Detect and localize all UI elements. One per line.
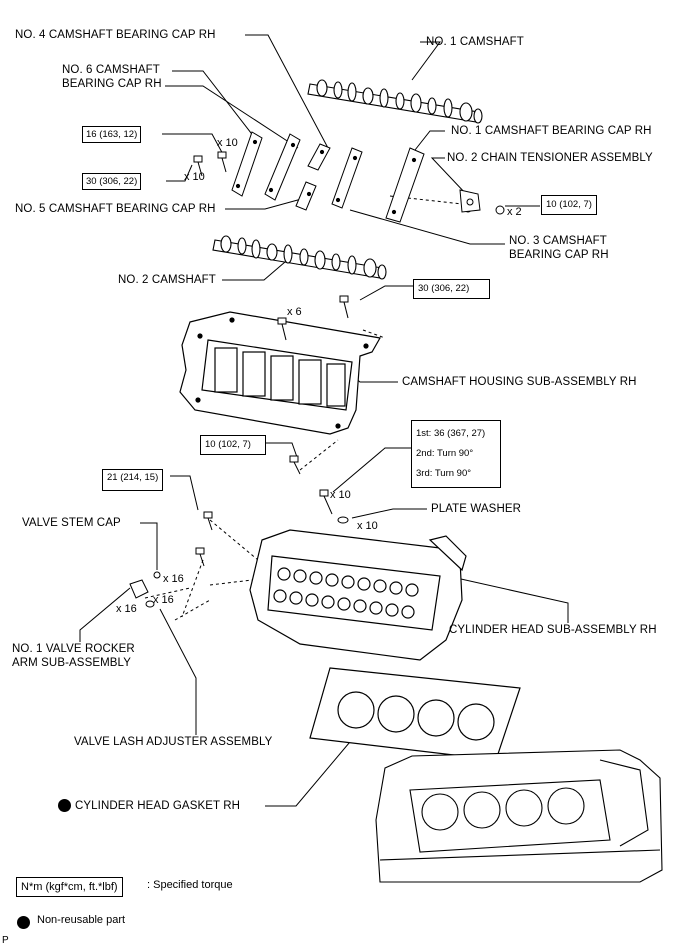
- label-valve-stem-cap: VALVE STEM CAP: [22, 517, 121, 529]
- qty-head-bolts: x 10: [330, 489, 351, 501]
- head-bolts-shapes: [195, 489, 349, 567]
- legend-nonreusable-text: Non-reusable part: [37, 914, 126, 926]
- housing-bolts-shapes: [277, 295, 349, 475]
- valve-parts-shapes: [129, 571, 161, 608]
- torque-box-cap-bolts: 16 (163, 12): [82, 126, 142, 143]
- label-cylinder-head: CYLINDER HEAD SUB-ASSEMBLY RH: [449, 624, 657, 636]
- camshaft-housing-shape: [179, 311, 381, 435]
- label-no4-camshaft-bearing-cap: NO. 4 CAMSHAFT BEARING CAP RH: [15, 29, 216, 41]
- footer-code: P: [2, 935, 9, 946]
- label-no3-camshaft-bearing-cap: NO. 3 CAMSHAFT BEARING CAP RH: [509, 235, 609, 261]
- qty-valve-stem-caps: x 16: [163, 573, 184, 585]
- label-no6-camshaft-bearing-cap: NO. 6 CAMSHAFT BEARING CAP RH: [62, 64, 162, 90]
- label-camshaft-housing: CAMSHAFT HOUSING SUB-ASSEMBLY RH: [402, 376, 637, 388]
- torque-box-housing-lower: 10 (102, 7): [200, 435, 266, 455]
- qty-tensioner-bolts: x 2: [507, 206, 522, 218]
- chain-tensioner-shape: [459, 189, 481, 213]
- cylinder-head-shape: [249, 529, 467, 661]
- qty-rocker-arms: x 16: [116, 603, 137, 615]
- torque-box-housing: 30 (306, 22): [413, 279, 491, 299]
- engine-block-shape: [375, 749, 663, 883]
- qty-lash-adjusters: x 16: [153, 594, 174, 606]
- no1-camshaft-shape: [307, 79, 483, 124]
- label-plate-washer: PLATE WASHER: [431, 503, 522, 515]
- legend-torque-text: : Specified torque: [147, 879, 233, 891]
- qty-cap-bolts-outer: x 10: [184, 171, 205, 183]
- legend-nonreusable-dot-icon: [17, 916, 30, 929]
- label-no2-chain-tensioner: NO. 2 CHAIN TENSIONER ASSEMBLY: [447, 152, 653, 164]
- gasket-shape: [309, 667, 521, 761]
- torque-box-tensioner: 10 (102, 7): [541, 195, 597, 215]
- label-valve-lash-adjuster: VALVE LASH ADJUSTER ASSEMBLY: [74, 736, 273, 748]
- label-no1-valve-rocker-arm: NO. 1 VALVE ROCKER ARM SUB-ASSEMBLY: [12, 643, 135, 669]
- qty-cap-bolts-inner: x 10: [217, 137, 238, 149]
- label-no1-camshaft-bearing-cap: NO. 1 CAMSHAFT BEARING CAP RH: [451, 125, 652, 137]
- label-no5-camshaft-bearing-cap: NO. 5 CAMSHAFT BEARING CAP RH: [15, 203, 216, 215]
- label-no2-camshaft: NO. 2 CAMSHAFT: [118, 274, 216, 286]
- no2-camshaft-shape: [212, 235, 387, 280]
- nonreusable-dot-icon: [58, 799, 71, 812]
- label-no1-camshaft: NO. 1 CAMSHAFT: [426, 36, 524, 48]
- qty-housing-bolts: x 6: [287, 306, 302, 318]
- torque-box-head-bolts: 1st: 36 (367, 27) 2nd: Turn 90° 3rd: Tur…: [411, 420, 501, 488]
- bearing-caps-shapes: [231, 131, 425, 223]
- legend-torque-box: N*m (kgf*cm, ft.*lbf): [16, 877, 123, 897]
- torque-box-cap-bolts-outer: 30 (306, 22): [82, 173, 142, 190]
- qty-plate-washers: x 10: [357, 520, 378, 532]
- torque-box-head-side: 21 (214, 15): [102, 469, 164, 491]
- label-cylinder-head-gasket: CYLINDER HEAD GASKET RH: [75, 800, 241, 812]
